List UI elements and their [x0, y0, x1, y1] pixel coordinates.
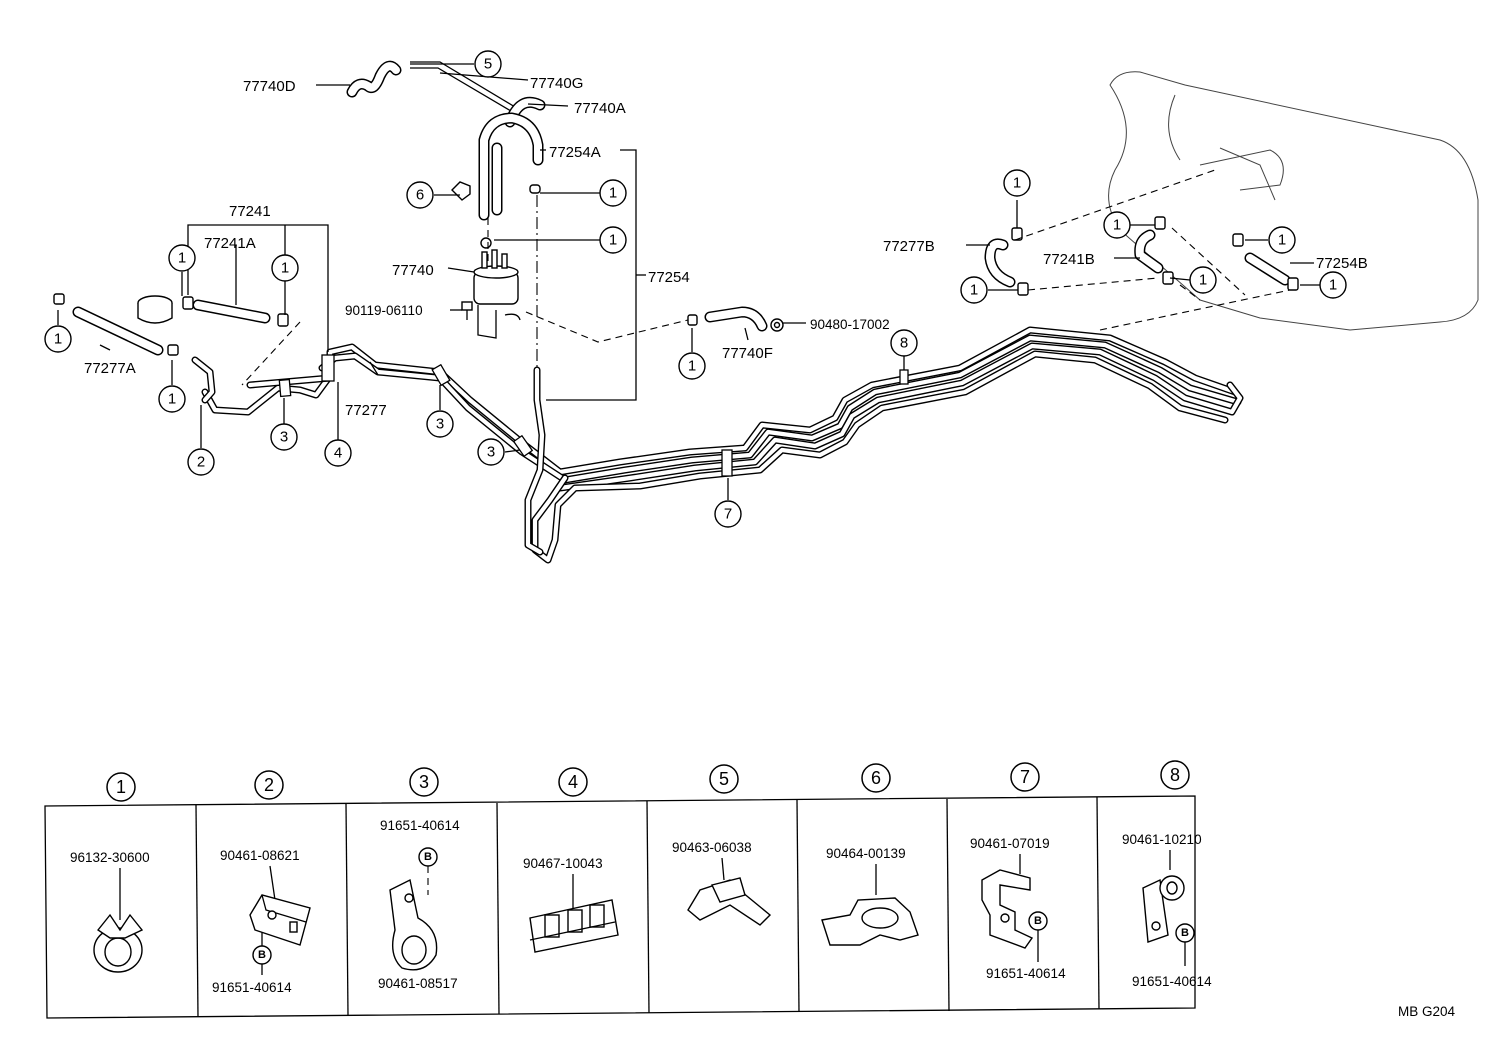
legend-box-2: 90461-08621 B 91651-40614 [212, 848, 311, 995]
clamp-6-drawing [821, 897, 919, 946]
legend-box-3: 91651-40614 B 90461-08517 [378, 818, 460, 991]
legend-6-number: 6 [871, 768, 881, 788]
label-90119-06110: 90119-06110 [345, 303, 423, 318]
callout-3: 3 [436, 416, 444, 433]
parts-legend-table [44, 795, 1196, 1019]
fuel-pipe-bundle [191, 326, 1244, 564]
callout-1: 1 [1113, 217, 1121, 234]
callout-1: 1 [54, 331, 62, 348]
legend-5-number: 5 [719, 769, 729, 789]
clamp-7-drawing [981, 869, 1034, 949]
part-number: 91651-40614 [1132, 974, 1212, 989]
hoses [72, 60, 1291, 356]
callout-8: 8 [900, 335, 908, 352]
part-number: 90467-10043 [523, 856, 603, 871]
callout-1: 1 [609, 232, 617, 249]
callout-1: 1 [168, 391, 176, 408]
label-77241: 77241 [229, 203, 271, 220]
callout-1: 1 [970, 282, 978, 299]
loop-clamp-drawing [389, 878, 438, 971]
callout-1: 1 [281, 260, 289, 277]
legend-box-4: 90467-10043 [523, 856, 619, 953]
diagram-callouts: 5 6 1 1 1 1 1 1 2 3 4 3 3 1 7 8 1 1 1 1 … [44, 50, 1347, 528]
part-number: 91651-40614 [212, 980, 292, 995]
callout-1: 1 [178, 250, 186, 267]
callout-4: 4 [334, 445, 342, 462]
hose-clamp-drawing [93, 913, 144, 973]
callout-1: 1 [1329, 277, 1337, 294]
label-77740F: 77740F [722, 345, 773, 362]
clamp-5-drawing [687, 877, 772, 926]
part-number: 90461-08621 [220, 848, 300, 863]
bolt-marker: B [1034, 915, 1042, 927]
callout-5: 5 [484, 56, 492, 73]
label-77740D: 77740D [243, 78, 296, 95]
label-77254A: 77254A [549, 144, 601, 161]
part-number: 91651-40614 [380, 818, 460, 833]
bolt-marker: B [424, 851, 432, 863]
legend-1-number: 1 [116, 777, 126, 797]
diagram-reference-code: MB G204 [1398, 1004, 1456, 1019]
charcoal-canister [473, 249, 521, 339]
legend-headers: 1 2 3 4 5 6 7 8 [106, 760, 1190, 802]
part-number: 90463-06038 [672, 840, 752, 855]
legend-box-1: 96132-30600 [70, 850, 150, 973]
grommet-90480 [770, 318, 784, 332]
clip-part-6 [451, 181, 471, 201]
small-filter-cup [137, 295, 173, 324]
part-number: 90461-08517 [378, 976, 458, 991]
leader-lines [57, 63, 1320, 500]
bolt-marker: B [258, 949, 266, 961]
callout-1: 1 [1199, 272, 1207, 289]
bolt-marker: B [1181, 927, 1189, 939]
clamp-4-drawing [529, 899, 619, 953]
legend-box-5: 90463-06038 [672, 840, 772, 926]
callout-3: 3 [487, 444, 495, 461]
part-number: 91651-40614 [986, 966, 1066, 981]
legend-box-7: 90461-07019 B 91651-40614 [970, 836, 1066, 981]
label-77241A: 77241A [204, 235, 256, 252]
pipe-clamp-drawing [249, 894, 311, 946]
hose-clamps [53, 184, 1299, 356]
label-77241B: 77241B [1043, 251, 1095, 268]
part-labels: 77740D 77740G 77740A 77254A 77241 77241A… [84, 75, 1456, 1019]
fuel-tank-outline [1108, 71, 1479, 331]
legend-2-number: 2 [264, 775, 274, 795]
label-77254: 77254 [648, 269, 690, 286]
callout-6: 6 [416, 187, 424, 204]
callout-1: 1 [688, 358, 696, 375]
label-77740: 77740 [392, 262, 434, 279]
part-number: 90461-10210 [1122, 832, 1202, 847]
assembly-lines [241, 169, 1291, 386]
legend-box-6: 90464-00139 [821, 846, 919, 946]
legend-4-number: 4 [568, 772, 578, 792]
label-77254B: 77254B [1316, 255, 1368, 272]
callout-1: 1 [1013, 175, 1021, 192]
callout-1: 1 [609, 185, 617, 202]
callout-3: 3 [280, 429, 288, 446]
label-77277B: 77277B [883, 238, 935, 255]
label-90480-17002: 90480-17002 [810, 317, 890, 332]
bolt-90119 [461, 301, 473, 320]
label-77277A: 77277A [84, 360, 136, 377]
legend-8-number: 8 [1170, 765, 1180, 785]
legend-3-number: 3 [419, 772, 429, 792]
clamp-8-drawing [1142, 875, 1185, 943]
label-77277: 77277 [345, 402, 387, 419]
label-77740G: 77740G [530, 75, 583, 92]
callout-7: 7 [724, 506, 732, 523]
bundle-clamps [278, 354, 909, 477]
legend-box-8: 90461-10210 B 91651-40614 [1122, 832, 1212, 989]
callout-1: 1 [1278, 232, 1286, 249]
callout-2: 2 [197, 454, 205, 471]
label-77740A: 77740A [574, 100, 626, 117]
legend-7-number: 7 [1020, 767, 1030, 787]
part-number: 90464-00139 [826, 846, 906, 861]
part-number: 96132-30600 [70, 850, 150, 865]
part-number: 90461-07019 [970, 836, 1050, 851]
